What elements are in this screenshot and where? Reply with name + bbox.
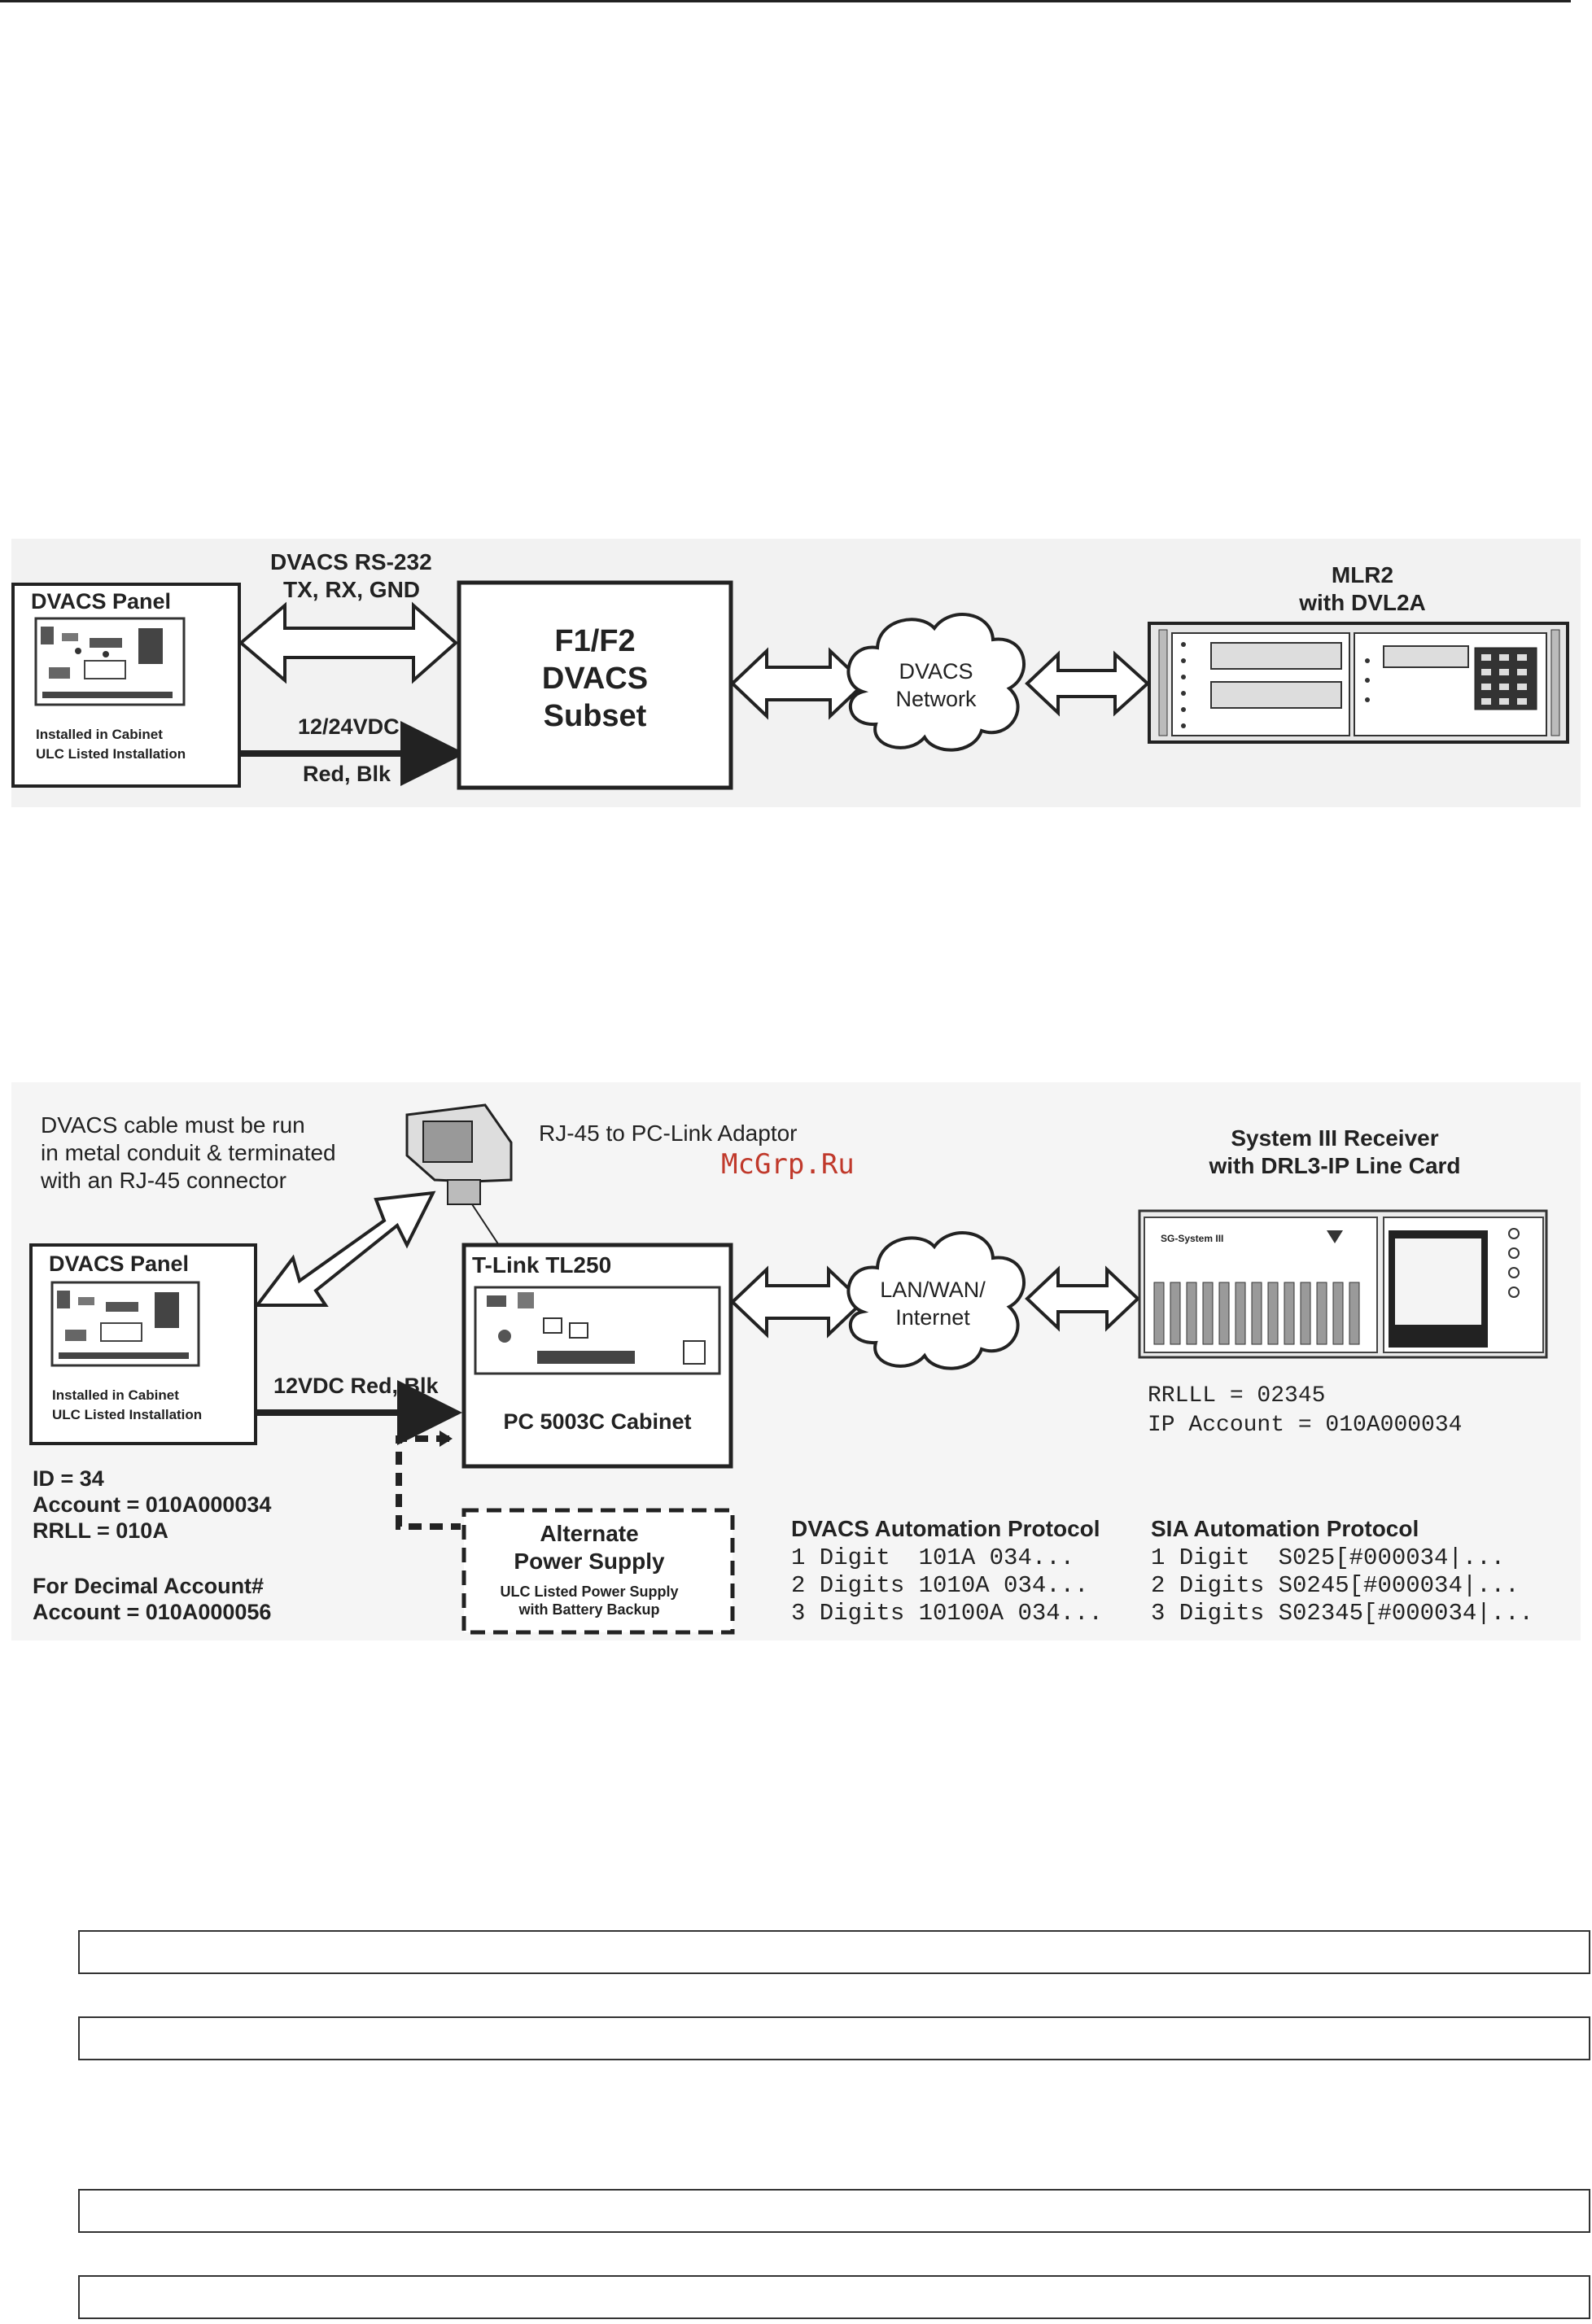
tlink-board-icon [474, 1286, 721, 1375]
dvacs-protocol-row-1: 1 Digit 101A 034... [791, 1544, 1074, 1571]
line-card-slot [1218, 1282, 1230, 1345]
line-card-slot [1186, 1282, 1197, 1345]
dvacs-network-cloud: DVACS Network [846, 613, 1026, 752]
power-voltage-label: 12/24VDC [298, 714, 400, 739]
cloud-label-dvacs: DVACS [899, 659, 973, 684]
circuit-board-icon [34, 617, 186, 706]
dvacs-protocol-row-3: 3 Digits 10100A 034... [791, 1600, 1103, 1627]
dvacs-panel-2-title: DVACS Panel [49, 1252, 189, 1276]
ip-account-value: IP Account = 010A000034 [1148, 1413, 1462, 1438]
line-card-slot [1300, 1282, 1311, 1345]
rs232-double-arrow [238, 601, 459, 684]
sia-protocol-row-1: 1 Digit S025[#000034|... [1151, 1544, 1505, 1571]
line-card-slot [1284, 1282, 1295, 1345]
alt-power-note-2: with Battery Backup [518, 1601, 659, 1618]
mlr2-subtitle: with DVL2A [1298, 590, 1426, 615]
circuit-board-icon-2 [50, 1281, 200, 1367]
f1-f2-subset-box: F1/F2 DVACS Subset [457, 580, 733, 790]
lan-wan-cloud: LAN/WAN/ Internet [846, 1231, 1026, 1370]
sia-protocol-row-2: 2 Digits S0245[#000034|... [1151, 1572, 1519, 1599]
alt-power-dashed-line [396, 1435, 461, 1530]
subset-model: F1/F2 [554, 624, 635, 658]
power-label-2: 12VDC Red, Blk [273, 1374, 440, 1398]
account-line: Account = 010A000034 [33, 1492, 271, 1517]
rs232-signals-label: TX, RX, GND [283, 577, 420, 602]
sia-protocol-row-3: 3 Digits S02345[#000034|... [1151, 1600, 1533, 1627]
cable-note-line-3: with an RJ-45 connector [40, 1168, 286, 1193]
id-line: ID = 34 [33, 1466, 104, 1491]
cloud-label-network: Network [895, 687, 977, 711]
tlink-cabinet-label: PC 5003C Cabinet [503, 1409, 691, 1434]
adaptor-label: RJ-45 to PC-Link Adaptor [539, 1120, 798, 1146]
cloud-label-internet: Internet [895, 1305, 970, 1330]
line-card-slot [1349, 1282, 1360, 1345]
tlink-title: T-Link TL250 [472, 1252, 611, 1278]
mlr2-receiver-rack [1148, 622, 1569, 744]
panel-2-note-ulc: ULC Listed Installation [52, 1407, 202, 1422]
sia-protocol-title: SIA Automation Protocol [1151, 1516, 1419, 1541]
rs232-label: DVACS RS-232 [270, 549, 432, 574]
empty-box-4 [78, 2275, 1590, 2319]
watermark: McGrp.Ru [721, 1148, 855, 1181]
dvacs-panel-box-2: DVACS Panel Installed in Cabinet ULC Lis… [29, 1243, 257, 1445]
line-card-slot [1267, 1282, 1279, 1345]
rrlll-value: RRLLL = 02345 [1148, 1383, 1325, 1409]
alternate-power-supply-box: Alternate Power Supply ULC Listed Power … [461, 1508, 735, 1635]
mlr2-title: MLR2 [1332, 562, 1393, 588]
line-card-slot [1170, 1282, 1181, 1345]
diagram-2: DVACS cable must be run in metal conduit… [11, 1082, 1581, 1640]
empty-box-1 [78, 1930, 1590, 1974]
empty-box-2 [78, 2016, 1590, 2060]
network-system3-double-arrow [1025, 1265, 1140, 1332]
line-card-slot [1332, 1282, 1344, 1345]
tlink-box: T-Link TL250 PC 5003C Cabinet [461, 1243, 733, 1469]
system3-receiver: SG-System III [1138, 1209, 1548, 1359]
dvacs-panel-box: DVACS Panel Installed in Cabinet ULC Lis… [11, 583, 241, 788]
alt-power-title-1: Alternate [540, 1521, 638, 1546]
system3-title: System III Receiver [1231, 1125, 1438, 1151]
panel-note-cabinet: Installed in Cabinet [36, 727, 163, 742]
decimal-account-title: For Decimal Account# [33, 1574, 264, 1598]
dvacs-panel-title: DVACS Panel [31, 589, 171, 614]
rrll-line: RRLL = 010A [33, 1518, 168, 1543]
dvacs-protocol-row-2: 2 Digits 1010A 034... [791, 1572, 1088, 1599]
subset-type: DVACS [542, 662, 648, 696]
system3-subtitle: with DRL3-IP Line Card [1208, 1153, 1460, 1178]
panel-2-note-cabinet: Installed in Cabinet [52, 1387, 179, 1403]
line-card-slot [1316, 1282, 1327, 1345]
cable-note-line-1: DVACS cable must be run [41, 1112, 305, 1138]
cable-note-line-2: in metal conduit & terminated [41, 1140, 336, 1165]
system3-badge: SG-System III [1161, 1233, 1223, 1244]
panel-note-ulc: ULC Listed Installation [36, 746, 186, 762]
line-card-slot [1202, 1282, 1214, 1345]
line-card-slot [1153, 1282, 1165, 1345]
subset-label: Subset [544, 699, 647, 733]
dvacs-protocol-title: DVACS Automation Protocol [791, 1516, 1100, 1541]
rj45-adaptor-icon [405, 1103, 514, 1267]
line-card-slots [1153, 1282, 1360, 1345]
diagram-2-background [11, 1082, 1581, 1640]
power-wires-label: Red, Blk [303, 762, 391, 786]
line-card-slot [1235, 1282, 1246, 1345]
diagram-1: DVACS Panel Installed in Cabinet ULC Lis… [11, 539, 1581, 807]
alt-power-note-1: ULC Listed Power Supply [500, 1584, 678, 1600]
alt-power-title-2: Power Supply [514, 1549, 665, 1574]
cloud-label-lanwan: LAN/WAN/ [880, 1278, 986, 1302]
top-rule [0, 0, 1571, 2]
line-card-slot [1251, 1282, 1262, 1345]
panel-adaptor-double-arrow [253, 1190, 436, 1307]
decimal-account-value: Account = 010A000056 [33, 1600, 271, 1624]
empty-box-3 [78, 2189, 1590, 2233]
